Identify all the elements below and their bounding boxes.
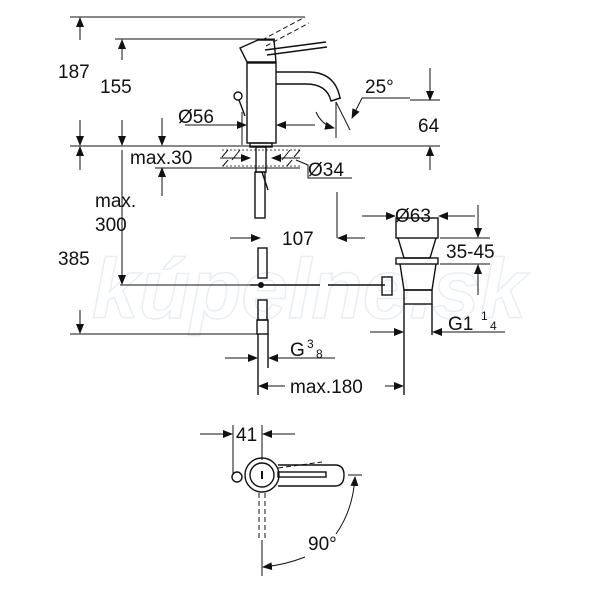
dim-waste-thread-den: 4 bbox=[490, 319, 497, 333]
dim-waste-thread-num: 1 bbox=[481, 309, 488, 323]
countertop bbox=[221, 149, 301, 167]
watermark: kúpelne.sk bbox=[92, 242, 530, 336]
dim-total-height: 187 bbox=[58, 62, 90, 83]
dim-below-deck: 385 bbox=[58, 249, 90, 270]
dim-waste-range: 35-45 bbox=[446, 242, 495, 263]
supply-hoses bbox=[250, 146, 385, 395]
dim-supply-thread-den: 8 bbox=[316, 347, 323, 361]
dim-deck-thickness: max.30 bbox=[130, 148, 192, 169]
dim-supply-thread: G bbox=[290, 340, 305, 361]
dim-spout-height: 64 bbox=[418, 116, 440, 137]
dim-lever-offset: 41 bbox=[236, 425, 257, 446]
dim-body-height: 155 bbox=[100, 77, 132, 98]
dim-waste-diameter: Ø63 bbox=[395, 206, 431, 227]
reference-lines bbox=[70, 16, 440, 335]
dim-spout-angle: 25° bbox=[365, 77, 394, 98]
dim-max-value: 300 bbox=[95, 215, 127, 236]
dim-supply-thread-num: 3 bbox=[307, 337, 314, 351]
dim-max-label: max. bbox=[95, 191, 136, 212]
dim-lever-rotation: 90° bbox=[308, 534, 337, 555]
faucet-body bbox=[233, 16, 342, 148]
dim-body-diameter: Ø56 bbox=[178, 107, 214, 128]
dim-waste-thread: G1 bbox=[448, 314, 473, 335]
top-view bbox=[231, 425, 362, 576]
dimension-arrows bbox=[76, 17, 440, 334]
dim-hole-diameter: Ø34 bbox=[308, 160, 344, 181]
dim-spout-reach: 107 bbox=[282, 229, 314, 250]
dim-waste-distance: max.180 bbox=[290, 377, 363, 398]
